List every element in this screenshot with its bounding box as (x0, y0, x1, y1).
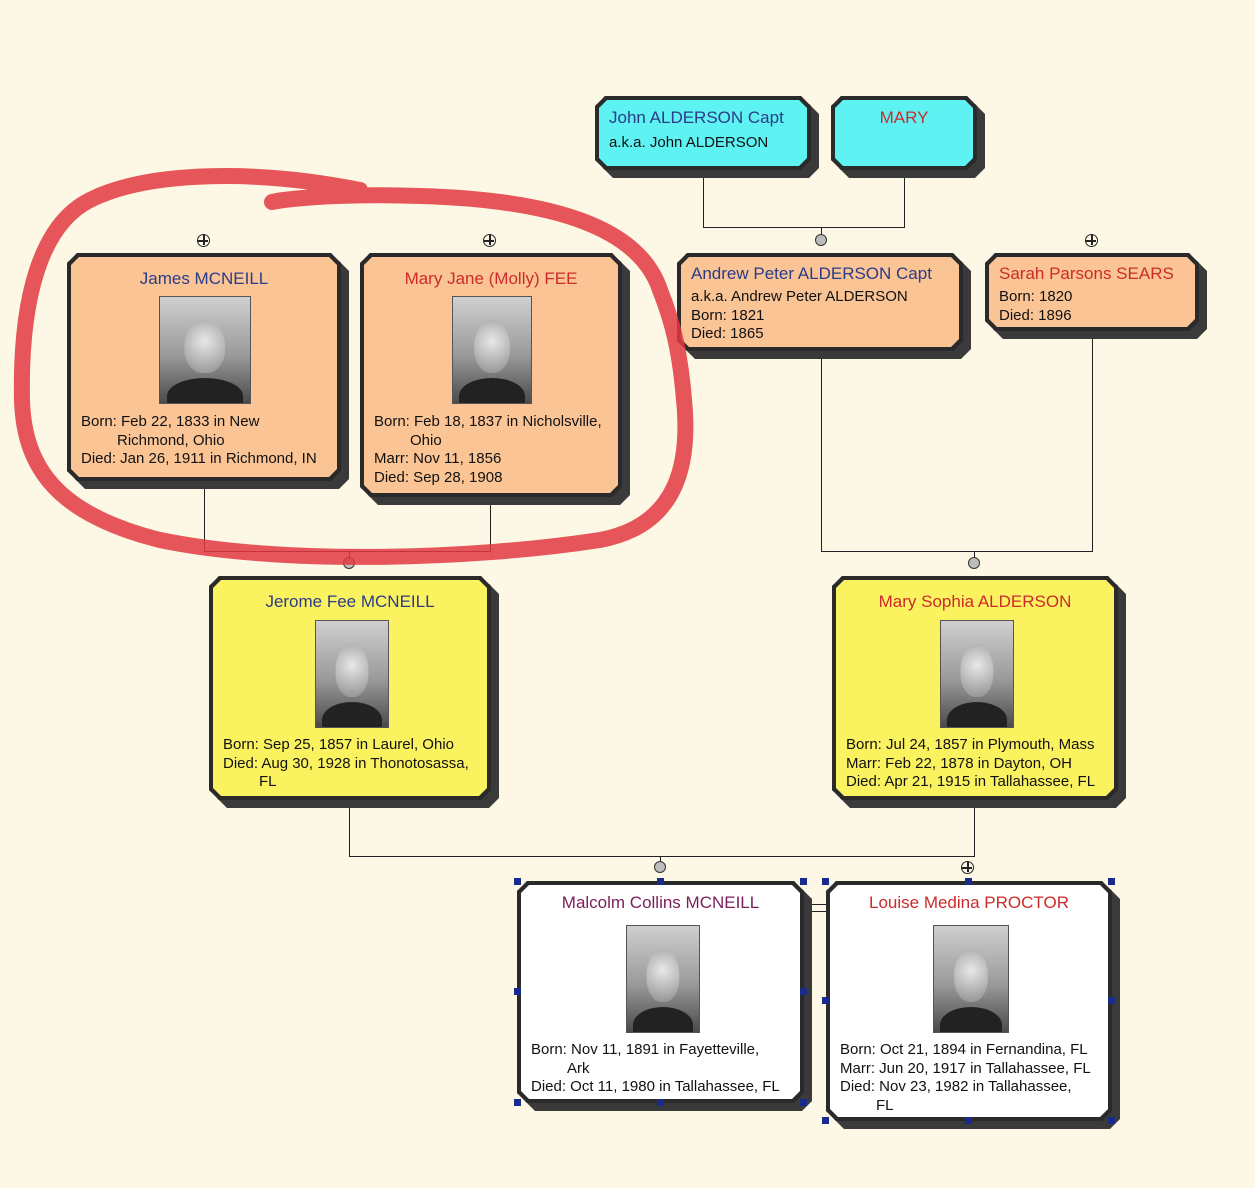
person-facts: Born: 1820 Died: 1896 (999, 288, 1073, 324)
person-card-mary-jane-fee[interactable]: Mary Jane (Molly) FEE Born: Feb 18, 1837… (360, 253, 622, 497)
portrait-photo (933, 925, 1009, 1033)
person-card-james-mcneill[interactable]: James MCNEILL Born: Feb 22, 1833 in New … (67, 253, 341, 481)
person-card-andrew-alderson[interactable]: Andrew Peter ALDERSON Capt a.k.a. Andrew… (677, 253, 963, 351)
selection-handle-icon[interactable] (657, 878, 664, 885)
person-facts: Born: Oct 21, 1894 in Fernandina, FL Mar… (840, 1041, 1091, 1114)
person-aka: a.k.a. John ALDERSON (609, 134, 769, 151)
person-name: Malcolm Collins MCNEILL (561, 893, 760, 912)
expand-ancestors-icon[interactable] (197, 234, 210, 247)
connector-line (821, 352, 822, 551)
person-name: James MCNEILL (139, 269, 269, 288)
person-facts: Born: Feb 18, 1837 in Nicholsville, Ohio… (374, 413, 602, 486)
selection-handle-icon[interactable] (514, 988, 521, 995)
person-facts: Born: Jul 24, 1857 in Plymouth, Mass Mar… (846, 736, 1096, 790)
portrait-photo (940, 620, 1014, 728)
connector-line (904, 170, 905, 227)
selection-handle-icon[interactable] (965, 878, 972, 885)
person-name: MARY (879, 108, 929, 127)
selection-handle-icon[interactable] (514, 1099, 521, 1106)
selection-handle-icon[interactable] (1108, 997, 1115, 1004)
portrait-photo (315, 620, 389, 728)
connector-line (974, 551, 975, 561)
person-facts: Born: Sep 25, 1857 in Laurel, Ohio Died:… (223, 736, 469, 790)
selection-handle-icon[interactable] (822, 997, 829, 1004)
expand-ancestors-icon[interactable] (483, 234, 496, 247)
selection-handle-icon[interactable] (657, 1099, 664, 1106)
selection-handle-icon[interactable] (822, 1117, 829, 1124)
person-name: Mary Sophia ALDERSON (878, 592, 1072, 611)
person-facts: Born: Feb 22, 1833 in New Richmond, Ohio… (81, 413, 317, 467)
connector-line (703, 170, 704, 227)
connector-line (1092, 332, 1093, 551)
person-name: Louise Medina PROCTOR (869, 893, 1069, 912)
connector-line (703, 227, 905, 228)
selection-handle-icon[interactable] (514, 878, 521, 885)
person-card-louise-proctor[interactable]: Louise Medina PROCTOR Born: Oct 21, 1894… (826, 881, 1112, 1121)
expand-ancestors-icon[interactable] (1085, 234, 1098, 247)
connector-line (349, 856, 975, 857)
selection-handle-icon[interactable] (800, 1099, 807, 1106)
person-card-malcolm-mcneill[interactable]: Malcolm Collins MCNEILL Born: Nov 11, 18… (517, 881, 804, 1103)
selection-handle-icon[interactable] (1108, 1117, 1115, 1124)
connector-line (821, 551, 1093, 552)
selection-handle-icon[interactable] (822, 878, 829, 885)
person-card-john-alderson[interactable]: John ALDERSON Capt a.k.a. John ALDERSON (595, 96, 811, 170)
selection-handle-icon[interactable] (1108, 878, 1115, 885)
selection-handle-icon[interactable] (800, 878, 807, 885)
person-card-jerome-mcneill[interactable]: Jerome Fee MCNEILL Born: Sep 25, 1857 in… (209, 576, 491, 800)
selection-handle-icon[interactable] (800, 988, 807, 995)
connector-line (490, 496, 491, 551)
person-card-mary-sophia-alderson[interactable]: Mary Sophia ALDERSON Born: Jul 24, 1857 … (832, 576, 1118, 800)
connector-dot-icon (968, 557, 980, 569)
selection-handle-icon[interactable] (965, 1117, 972, 1124)
connector-line (204, 480, 205, 551)
person-card-mary[interactable]: MARY (831, 96, 977, 170)
person-name: Andrew Peter ALDERSON Capt (691, 264, 932, 283)
spouse-link (808, 904, 828, 905)
portrait-photo (159, 296, 251, 404)
portrait-photo (452, 296, 532, 404)
connector-dot-icon (654, 861, 666, 873)
connector-line (974, 800, 975, 856)
connector-line (349, 800, 350, 856)
highlight-stroke (13, 168, 694, 565)
person-name: John ALDERSON Capt (609, 108, 784, 127)
person-facts: a.k.a. Andrew Peter ALDERSON Born: 1821 … (691, 288, 908, 342)
connector-line (821, 227, 822, 237)
person-facts: Born: Nov 11, 1891 in Fayetteville, Ark … (531, 1041, 780, 1095)
person-name: Mary Jane (Molly) FEE (404, 269, 578, 288)
person-name: Sarah Parsons SEARS (999, 264, 1174, 283)
person-name: Jerome Fee MCNEILL (265, 592, 435, 611)
connector-dot-icon (815, 234, 827, 246)
spouse-link (808, 911, 828, 912)
portrait-photo (626, 925, 700, 1033)
person-card-sarah-sears[interactable]: Sarah Parsons SEARS Born: 1820 Died: 189… (985, 253, 1199, 331)
expand-ancestors-icon[interactable] (961, 861, 974, 874)
